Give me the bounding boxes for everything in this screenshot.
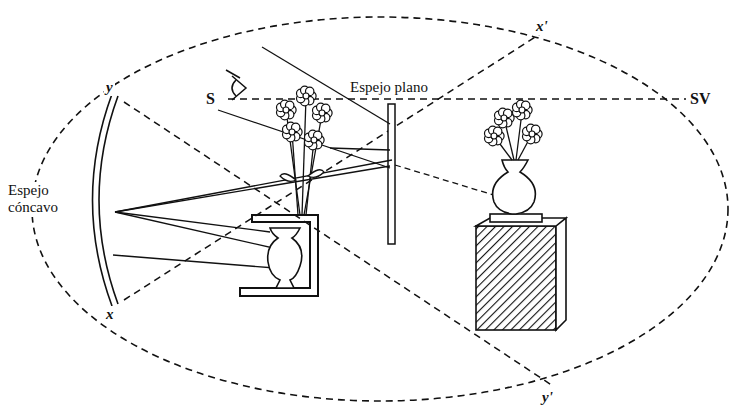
dashed-ellipse	[32, 17, 728, 401]
point-label: x	[104, 306, 116, 323]
bouquet-left	[280, 98, 324, 215]
point-label: SV	[688, 90, 712, 108]
real-vase	[268, 228, 302, 288]
stand-bracket	[240, 215, 318, 296]
eye-symbol	[226, 70, 246, 100]
mirror-label: Espejo cóncavo	[6, 182, 74, 217]
point-label: y'	[540, 389, 555, 406]
point-label: x'	[534, 18, 550, 35]
axis-lines	[124, 34, 686, 386]
vase-image	[476, 112, 566, 330]
mirror-label: Espejo plano	[348, 79, 430, 96]
point-label: y	[104, 79, 115, 96]
concave-mirror	[93, 94, 119, 306]
flat-mirror	[388, 104, 395, 244]
point-label: S	[204, 90, 217, 108]
